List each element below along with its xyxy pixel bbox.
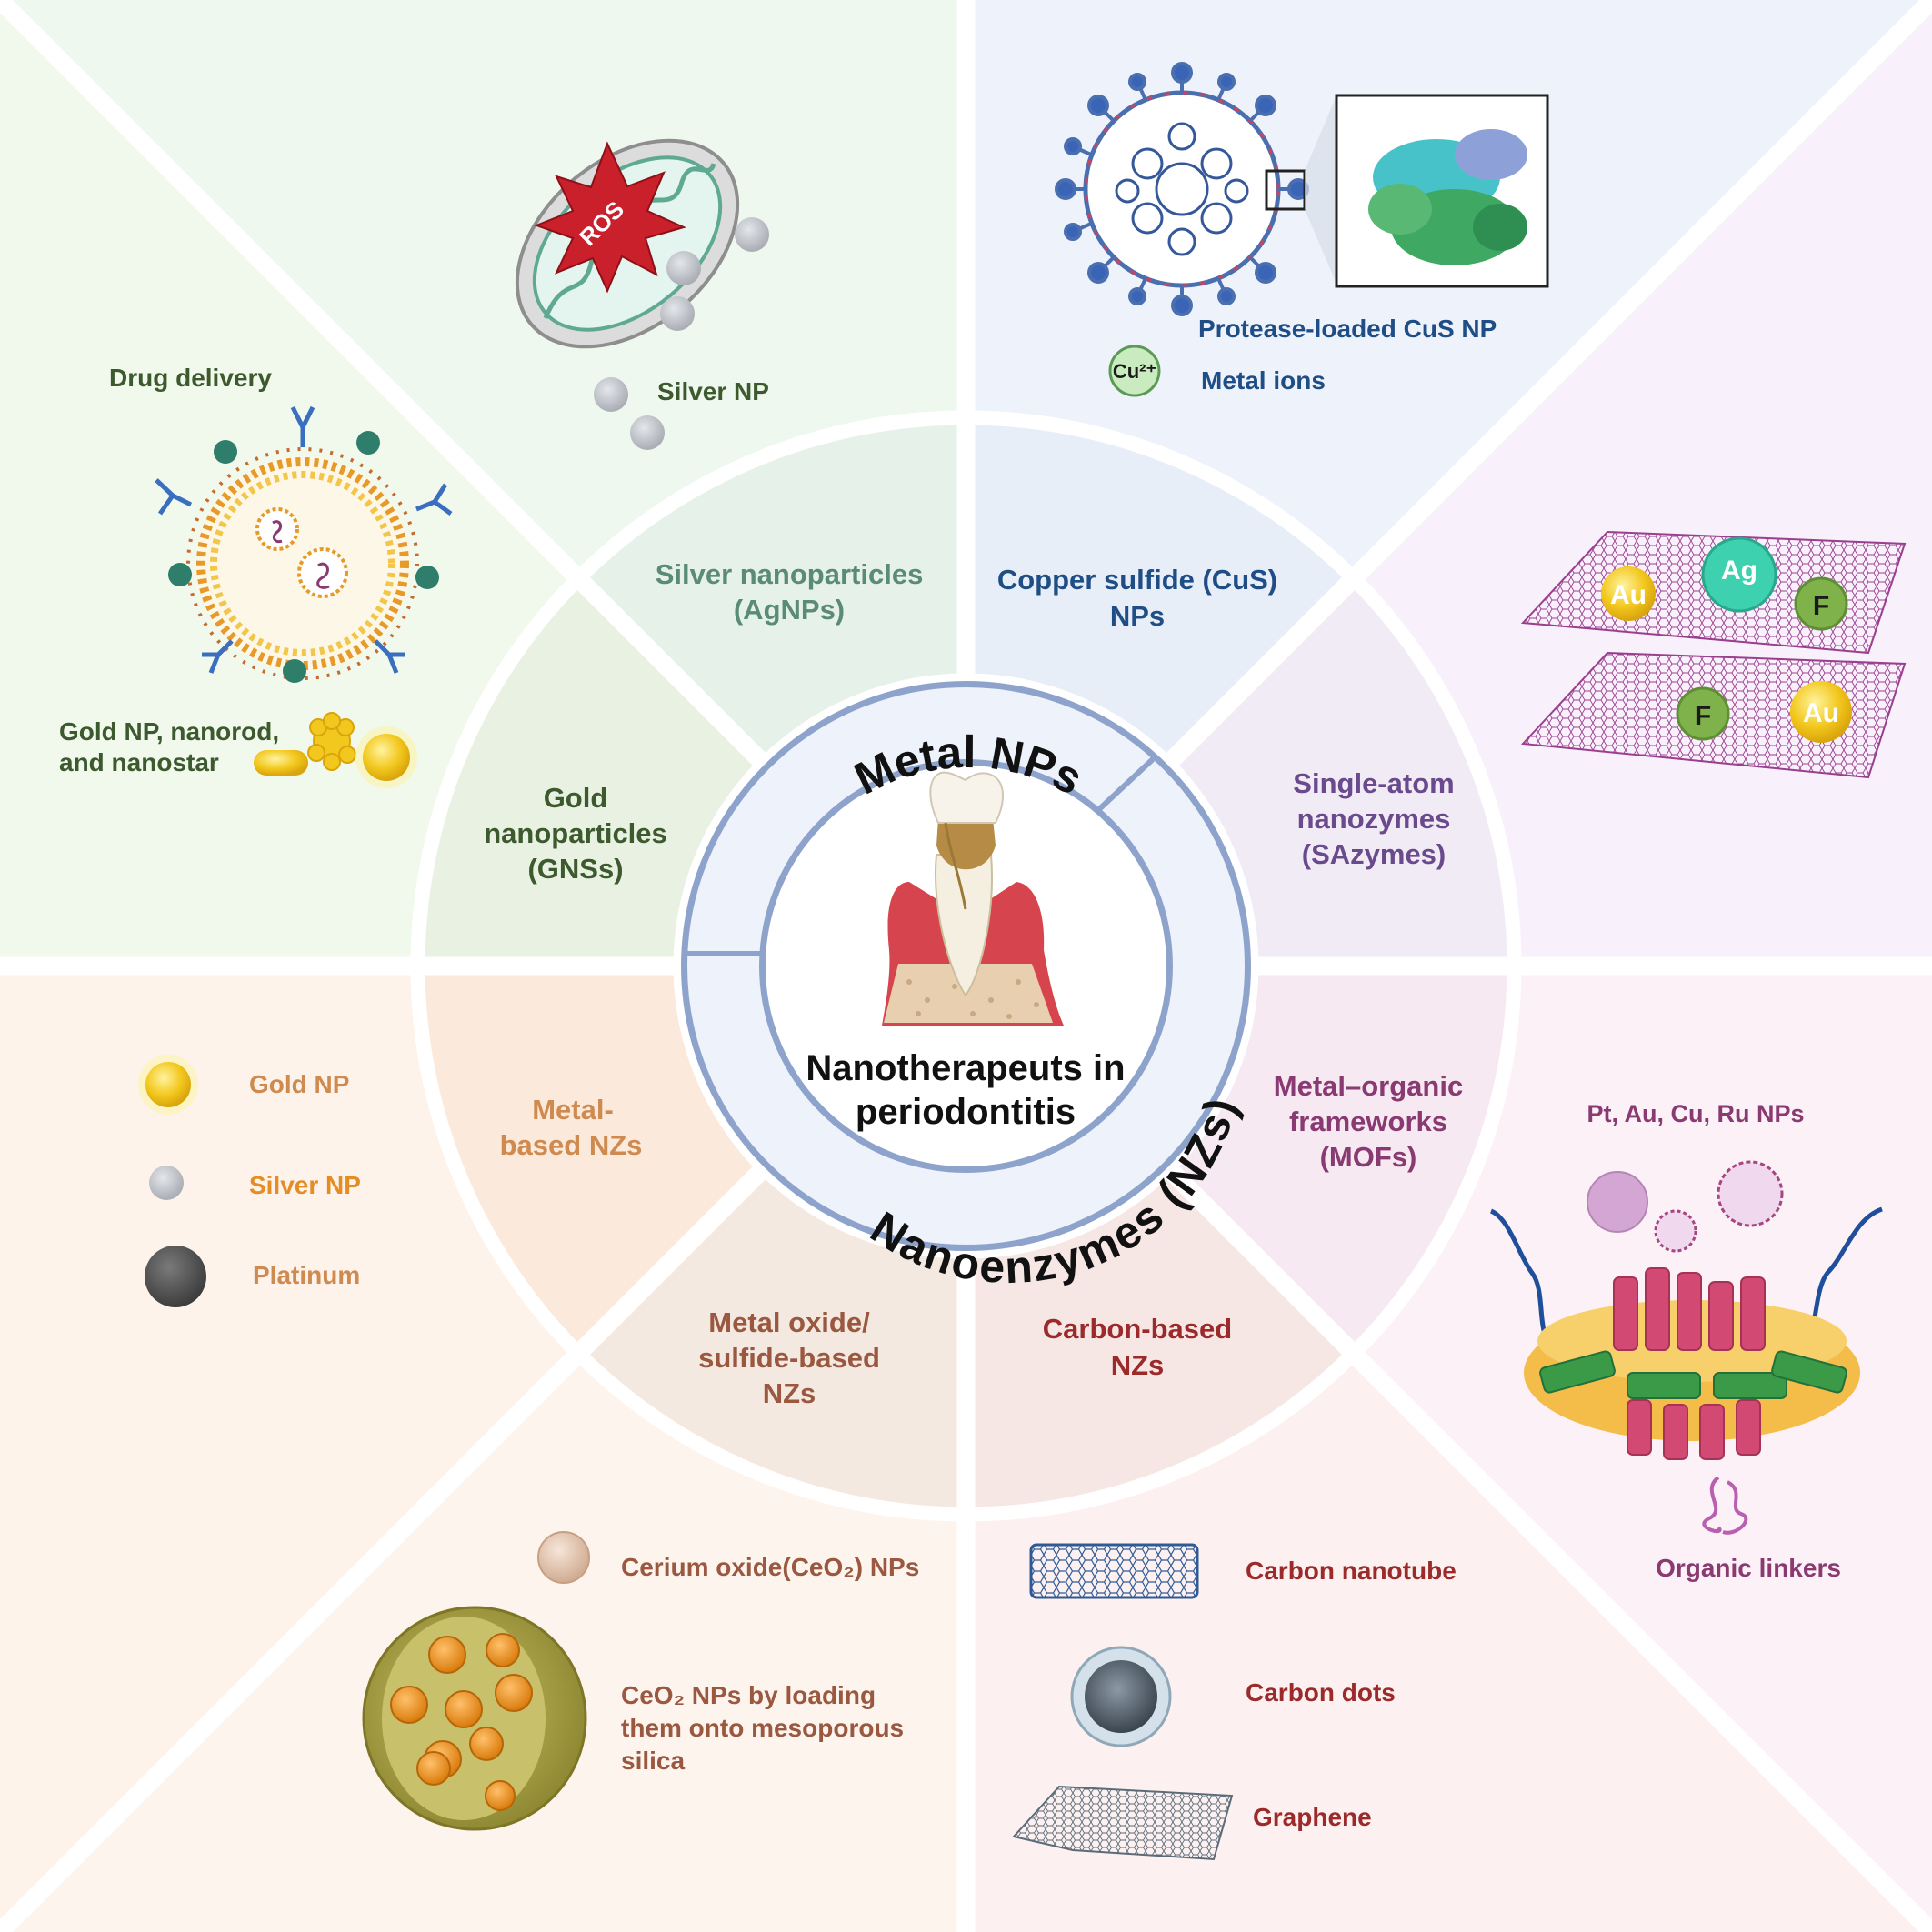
atom-au-icon	[1601, 566, 1656, 621]
cus-np-icon	[1055, 62, 1336, 316]
segment-sa-label-2: nanozymes	[1297, 803, 1451, 835]
segment-gns-label-2: nanoparticles	[484, 817, 667, 849]
silver-np-icon	[666, 251, 701, 285]
mof-np-icon	[1587, 1171, 1648, 1233]
segment-sa-label-3: (SAzymes)	[1302, 838, 1446, 870]
organic-linkers-label: Organic linkers	[1656, 1554, 1841, 1582]
mof-illustration: Pt, Au, Cu, Ru NPs Organic linkers	[1489, 1100, 1883, 1582]
metal-ions-label: Metal ions	[1201, 366, 1326, 395]
carbon-nanotube-icon	[1029, 1543, 1199, 1599]
atom-au-icon	[1790, 681, 1852, 743]
silver-np-icon	[594, 377, 628, 412]
mof-nps-label: Pt, Au, Cu, Ru NPs	[1587, 1100, 1804, 1127]
cu-ion-icon	[1108, 345, 1161, 397]
gold-nanorod-icon	[254, 750, 308, 776]
segment-cus-label-2: NPs	[1110, 600, 1165, 632]
segment-labels: Silver nanoparticles (AgNPs) Copper sulf…	[484, 558, 1463, 1409]
carbon-illustration: Carbon nanotube Carbon dots Graphene	[1012, 1543, 1457, 1861]
mesoporous-silica-icon	[362, 1606, 587, 1831]
gold-forms-label-1: Gold NP, nanorod,	[59, 717, 279, 746]
ceria-silica-label-2: them onto mesoporous	[621, 1714, 904, 1742]
silver-np-icon	[735, 217, 769, 252]
silver-np-icon	[660, 296, 695, 331]
atom-ag-icon	[1701, 536, 1777, 613]
cu-ion-label: Cu²⁺	[1113, 360, 1156, 383]
silver-np-label: Silver NP	[657, 377, 769, 405]
graphene-icon	[1012, 1785, 1234, 1861]
segment-agnps-label-1: Silver nanoparticles	[656, 558, 924, 590]
atom-au-label: Au	[1803, 698, 1839, 728]
ros-burst-icon	[534, 141, 686, 294]
mof-np-icon	[1717, 1160, 1784, 1227]
segment-mof-label-1: Metal–organic	[1274, 1070, 1463, 1102]
ceria-illustration: Cerium oxide(CeO₂) NPs CeO₂ NPs by loadi…	[362, 1531, 919, 1831]
center-hub: Nanotherapeuts in periodontitis Metal NP…	[673, 673, 1259, 1293]
metal-legend: Gold NP Silver NP Platinum	[138, 1055, 361, 1307]
mof-np-icon	[1654, 1209, 1697, 1253]
gold-np-icon	[363, 734, 410, 781]
atom-f-label: F	[1695, 701, 1711, 731]
legend-gold-label: Gold NP	[249, 1070, 349, 1098]
gold-np-icon	[145, 1062, 191, 1107]
silver-np-icon	[630, 415, 665, 450]
segment-carbon-label-2: NZs	[1111, 1349, 1165, 1381]
segment-gns-label-1: Gold	[544, 782, 608, 814]
segment-cus-label-1: Copper sulfide (CuS)	[997, 564, 1277, 596]
segment-oxide-label-2: sulfide-based	[698, 1342, 880, 1374]
atom-f-icon	[1676, 686, 1730, 741]
atom-au-label: Au	[1610, 580, 1647, 610]
segment-carbon-label-1: Carbon-based	[1043, 1313, 1232, 1345]
atom-ag-label: Ag	[1721, 556, 1757, 586]
ceria-silica-label-3: silica	[621, 1747, 685, 1775]
legend-platinum-label: Platinum	[253, 1261, 360, 1289]
graphene-label: Graphene	[1253, 1803, 1372, 1831]
ceria-np-label: Cerium oxide(CeO₂) NPs	[621, 1553, 919, 1581]
segment-mof-label-3: (MOFs)	[1320, 1141, 1417, 1173]
segment-metal-label-2: based NZs	[500, 1129, 643, 1161]
tooth-icon	[882, 771, 1064, 1026]
protease-cus-label: Protease-loaded CuS NP	[1198, 315, 1497, 343]
drug-delivery-label: Drug delivery	[109, 364, 272, 392]
segment-gns-label-3: (GNSs)	[527, 853, 623, 885]
center-title-line2: periodontitis	[856, 1092, 1076, 1132]
drug-delivery-illustration: Drug delivery Gold NP, nanorod, and	[59, 364, 453, 788]
liposome-icon	[155, 405, 453, 683]
carbon-dots-label: Carbon dots	[1246, 1678, 1396, 1707]
segment-sa-label-1: Single-atom	[1293, 767, 1454, 799]
segment-oxide-label-3: NZs	[763, 1377, 816, 1409]
atom-f-label: F	[1813, 591, 1829, 621]
cus-illustration: Protease-loaded CuS NP Cu²⁺ Metal ions	[1055, 62, 1549, 397]
center-title-line1: Nanotherapeuts in	[806, 1048, 1125, 1088]
gold-forms-label-2: and nanostar	[59, 748, 219, 776]
platinum-np-icon	[145, 1246, 206, 1307]
legend-silver-label: Silver NP	[249, 1171, 361, 1199]
ceria-silica-label-1: CeO₂ NPs by loading	[621, 1681, 876, 1709]
atom-f-icon	[1794, 576, 1848, 631]
segment-mof-label-2: frameworks	[1289, 1106, 1447, 1137]
carbon-dot-icon	[1085, 1660, 1157, 1733]
silver-np-icon	[149, 1166, 184, 1200]
segment-metal-label-1: Metal-	[532, 1094, 614, 1126]
carbon-nanotube-label: Carbon nanotube	[1246, 1557, 1457, 1585]
ceria-np-icon	[537, 1531, 590, 1584]
gold-nanostar-icon	[307, 712, 356, 771]
protease-icon	[1368, 129, 1527, 265]
sazymes-illustration: Au Ag F F Au	[1520, 530, 1907, 779]
segment-agnps-label-2: (AgNPs)	[734, 594, 845, 626]
segment-oxide-label-1: Metal oxide/	[708, 1306, 870, 1338]
mitochondrion-illustration: ROS Silver NP	[515, 138, 769, 450]
